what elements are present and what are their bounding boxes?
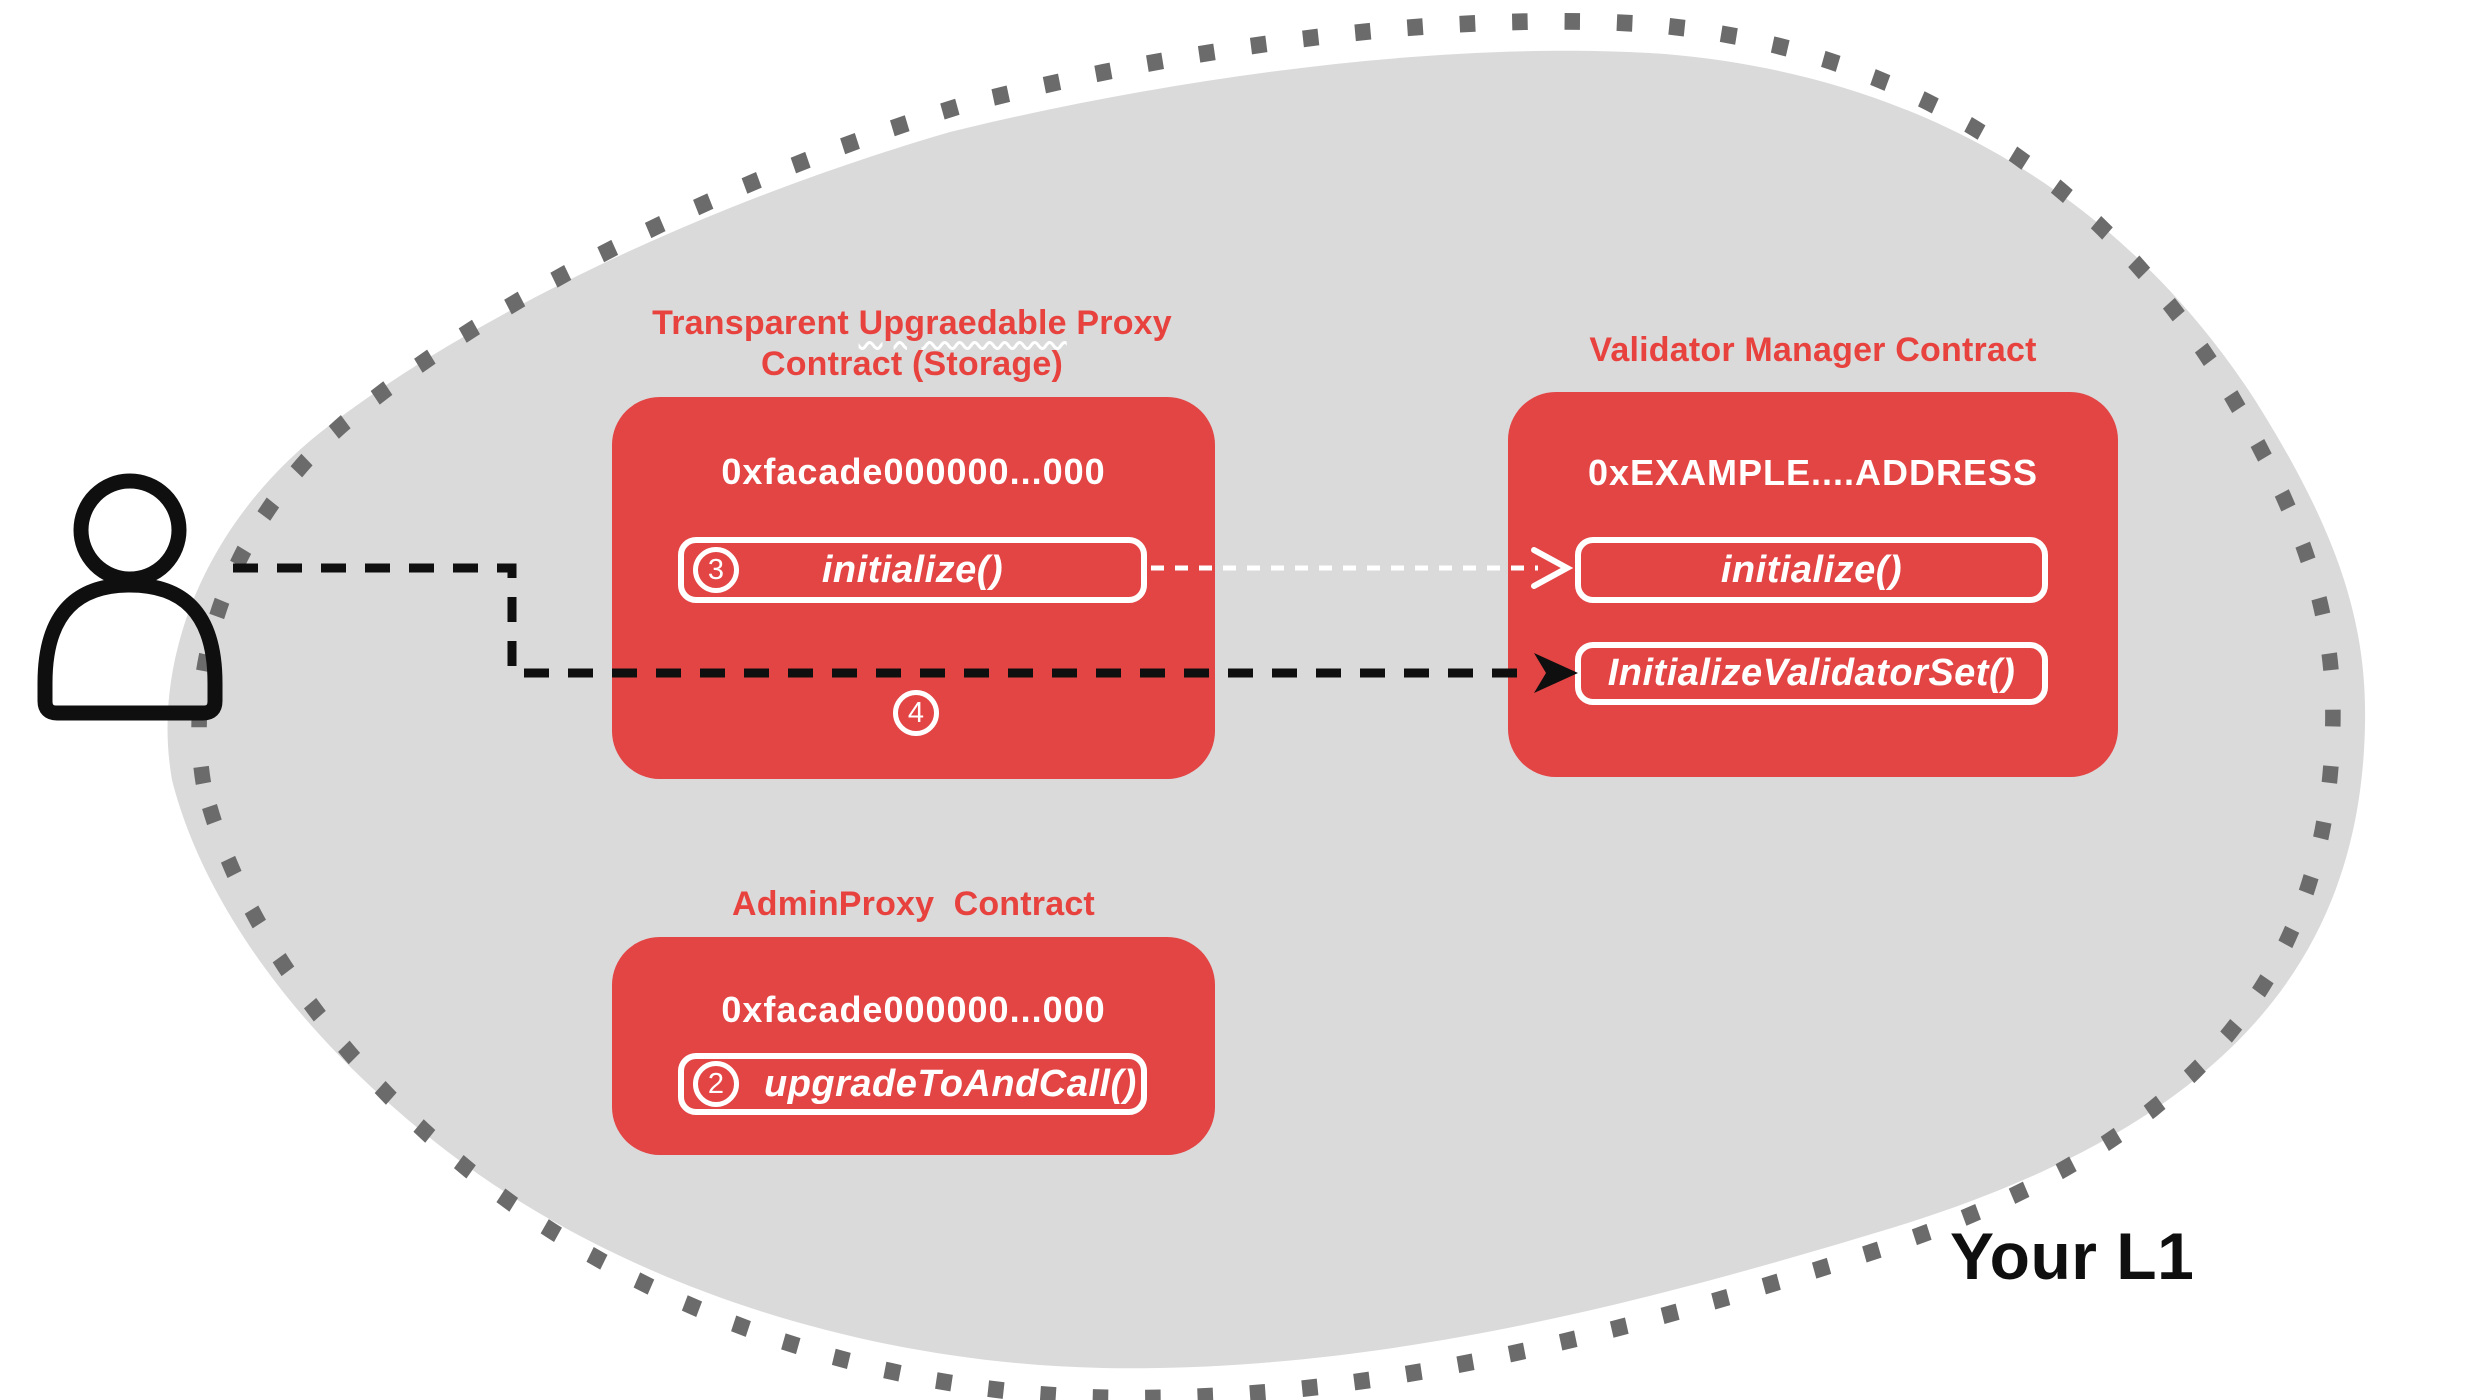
misspelled-word: Upgraedable	[858, 304, 1067, 342]
validator-initialize-label: initialize()	[1720, 548, 1903, 591]
blob-dotted-border	[191, 12, 2341, 1400]
step-4-badge: 4	[893, 690, 939, 736]
upgrade-to-and-call-label: upgradeToAndCall()	[764, 1062, 1137, 1105]
validator-manager-address: 0xEXAMPLE....ADDRESS	[1587, 452, 2039, 493]
admin-proxy-address: 0xfacade000000...000	[721, 989, 1106, 1030]
upgrade-to-and-call-button: 2 upgradeToAndCall()	[678, 1053, 1147, 1115]
initialize-validator-set-label: InitializeValidatorSet()	[1607, 652, 2016, 694]
admin-proxy-title: AdminProxy Contract	[732, 885, 1095, 923]
proxy-contract-title-line1: Transparent Upgraedable Proxy	[652, 304, 1172, 342]
step-3-badge: 3	[693, 547, 739, 593]
proxy-contract-box: 0xfacade000000...000 3 initialize() 4	[612, 397, 1215, 779]
validator-initialize-button: initialize()	[1575, 537, 2048, 603]
validator-manager-title: Validator Manager Contract	[1589, 331, 2037, 369]
your-l1-label: Your L1	[1950, 1219, 2195, 1293]
person-icon	[37, 473, 223, 721]
validator-manager-box: 0xEXAMPLE....ADDRESS initialize() Initia…	[1508, 392, 2118, 777]
proxy-contract-title-line2: Contract (Storage)	[760, 345, 1064, 383]
proxy-initialize-label: initialize()	[821, 548, 1004, 591]
initialize-validator-set-button: InitializeValidatorSet()	[1575, 642, 2048, 705]
proxy-contract-title: Transparent Upgraedable Proxy Contract (…	[592, 303, 1232, 385]
person-head	[73, 473, 187, 587]
proxy-contract-address: 0xfacade000000...000	[721, 451, 1106, 492]
proxy-initialize-button: 3 initialize()	[678, 537, 1147, 603]
admin-proxy-box: 0xfacade000000...000 2 upgradeToAndCall(…	[612, 937, 1215, 1155]
person-body	[37, 577, 223, 721]
step-2-badge: 2	[693, 1061, 739, 1107]
